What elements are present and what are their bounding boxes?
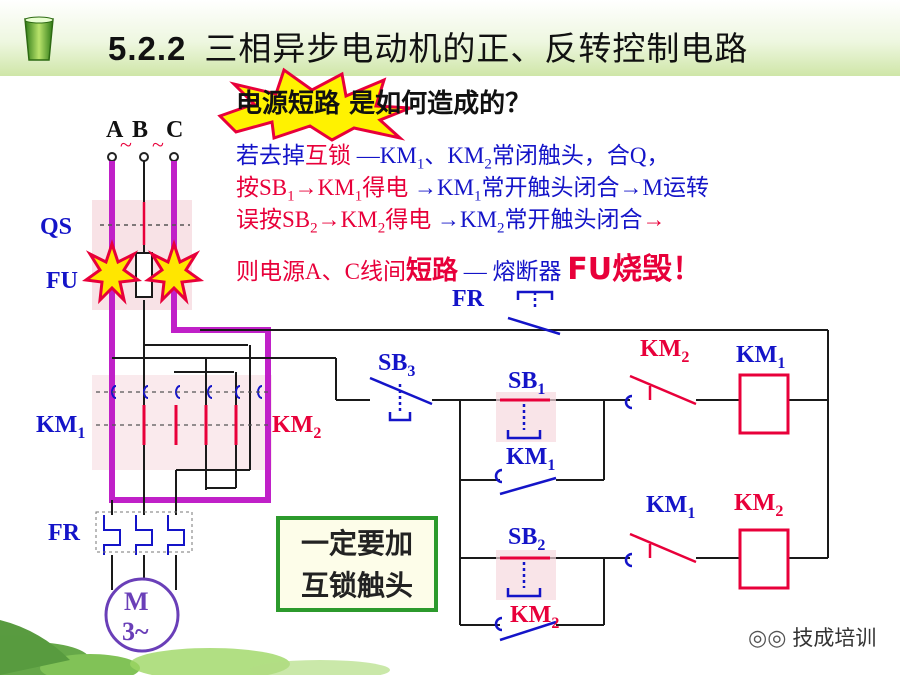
header-question: 电源短路 是如何造成的？ (236, 83, 531, 120)
label-km1-main: KM1 (36, 412, 85, 442)
tilde-bc: ~ (152, 132, 164, 157)
explanation-segment: →KM (294, 175, 355, 200)
explanation-line-1: 若去掉互锁 —KM1、KM2常闭触头，合Q， (236, 136, 670, 174)
label-qs: QS (40, 214, 72, 240)
short-circuit-path (109, 161, 271, 503)
label-fr-ctrl: FR (452, 286, 485, 312)
motor-icon (104, 577, 180, 653)
explanation-segment: →KM (408, 175, 475, 200)
explanation-segment: 、KM (424, 143, 485, 168)
label-sb1: SB1 (508, 368, 545, 398)
tilde-ab: ~ (120, 132, 132, 157)
explanation-segment: 1 (416, 156, 425, 173)
fuse-burst-left-icon (82, 239, 143, 305)
tea-leaves-decoration (0, 620, 390, 675)
explanation-segment: → (642, 207, 666, 232)
control-wires (336, 329, 829, 626)
km1-interlock-contact (624, 532, 697, 568)
explanation-segment: 短路 (405, 256, 458, 286)
explanation-segment: 2 (484, 156, 492, 173)
explanation-segment: — (457, 259, 493, 284)
explanation-line-3: 误按SB2→KM2得电 →KM2常开触头闭合→ (236, 200, 666, 238)
sb1-start-button-contact (500, 398, 550, 440)
fuse-b (135, 252, 153, 298)
explanation-segment: 按SB (236, 175, 288, 200)
slide-title: 5.2.2 三相异步电动机的正、反转控制电路 (108, 22, 748, 70)
explanation-segment: 2 (310, 220, 318, 237)
explanation-segment: 1 (354, 188, 363, 205)
section-number: 5.2.2 (108, 30, 187, 67)
km-main-contacts (142, 405, 238, 445)
explanation-line-4: 则电源A、C线间短路 — 熔断器 FU烧毁！ (236, 244, 702, 288)
green-cup-logo-icon (24, 16, 54, 61)
sb2-start-button-contact (500, 556, 550, 598)
watermark-text: 技成培训 (792, 626, 877, 650)
terminal-b (139, 152, 149, 162)
label-km2-interlock: KM2 (640, 336, 689, 366)
phase-label-c: C (166, 117, 183, 143)
explanation-line-2: 按SB1→KM1得电 →KM1常开触头闭合→M运转 (236, 168, 709, 206)
explanation-segment: →KM (317, 207, 378, 232)
km2-coil (738, 528, 790, 590)
fr-thermal-elements (103, 515, 185, 555)
km1-holding-contact (494, 468, 557, 496)
explanation-segment: 2 (377, 220, 386, 237)
short-circuit-burst-icon (217, 67, 411, 142)
contactor-shading (92, 375, 272, 470)
explanation-segment: 若去掉 (236, 143, 305, 168)
explanation-segment: 常开触头闭合→M运转 (481, 175, 709, 200)
km1-coil (738, 373, 790, 435)
terminal-c (169, 152, 179, 162)
label-sb2: SB2 (508, 524, 545, 554)
label-km2-coil: KM2 (734, 490, 783, 520)
explanation-segment: 常闭触头，合Q， (491, 143, 670, 168)
explanation-segment: 熔断器 (492, 259, 568, 284)
note-line-1: 一定要加 (300, 527, 413, 560)
watermark: ◎◎技成培训 (748, 622, 876, 652)
km2-holding-contact (494, 616, 557, 642)
explanation-segment: 2 (497, 220, 505, 237)
terminal-a (107, 152, 117, 162)
fuse-burst-right-icon (144, 239, 205, 305)
motor-label-3phase: 3~ (122, 617, 149, 646)
phase-label-b: B (132, 117, 148, 143)
explanation-segment: 误按SB (236, 207, 311, 232)
explanation-segment: 互锁 (305, 143, 351, 168)
explanation-segment: 1 (474, 188, 482, 205)
label-km1-coil: KM1 (736, 342, 785, 372)
note-line-2: 互锁触头 (300, 569, 413, 602)
explanation-segment: 常开触头闭合 (504, 207, 643, 232)
header-how-caused: 是如何造成的？ (349, 89, 532, 119)
explanation-segment: 得电 (385, 207, 432, 232)
label-km2-hold: KM2 (510, 602, 559, 632)
label-fu: FU (46, 268, 78, 294)
wechat-icon: ◎◎ (748, 626, 787, 651)
fr-dashed-box (95, 511, 193, 553)
title-text: 三相异步电动机的正、反转控制电路 (204, 29, 749, 68)
explanation-segment: →KM (431, 207, 498, 232)
motor-label-m: M (124, 587, 149, 616)
explanation-segment: FU烧毁！ (567, 252, 703, 287)
sb3-stop-button-contact (369, 376, 433, 422)
label-km1-interlock: KM1 (646, 492, 695, 522)
label-km1-hold: KM1 (506, 444, 555, 474)
header-short-circuit: 电源短路 (236, 89, 341, 119)
fr-nc-contact (507, 290, 561, 336)
label-sb3: SB3 (378, 350, 415, 380)
explanation-segment: —KM (351, 143, 417, 168)
explanation-segment: 则电源A、C线间 (236, 259, 406, 284)
explanation-segment: 得电 (362, 175, 409, 200)
explanation-segment: 1 (287, 188, 295, 205)
interlock-note-box: 一定要加 互锁触头 (276, 516, 438, 612)
title-band (0, 0, 900, 76)
km2-interlock-contact (624, 374, 697, 410)
label-km2-main: KM2 (272, 412, 321, 442)
phase-label-a: A (106, 117, 124, 143)
label-fr-main: FR (48, 520, 81, 546)
